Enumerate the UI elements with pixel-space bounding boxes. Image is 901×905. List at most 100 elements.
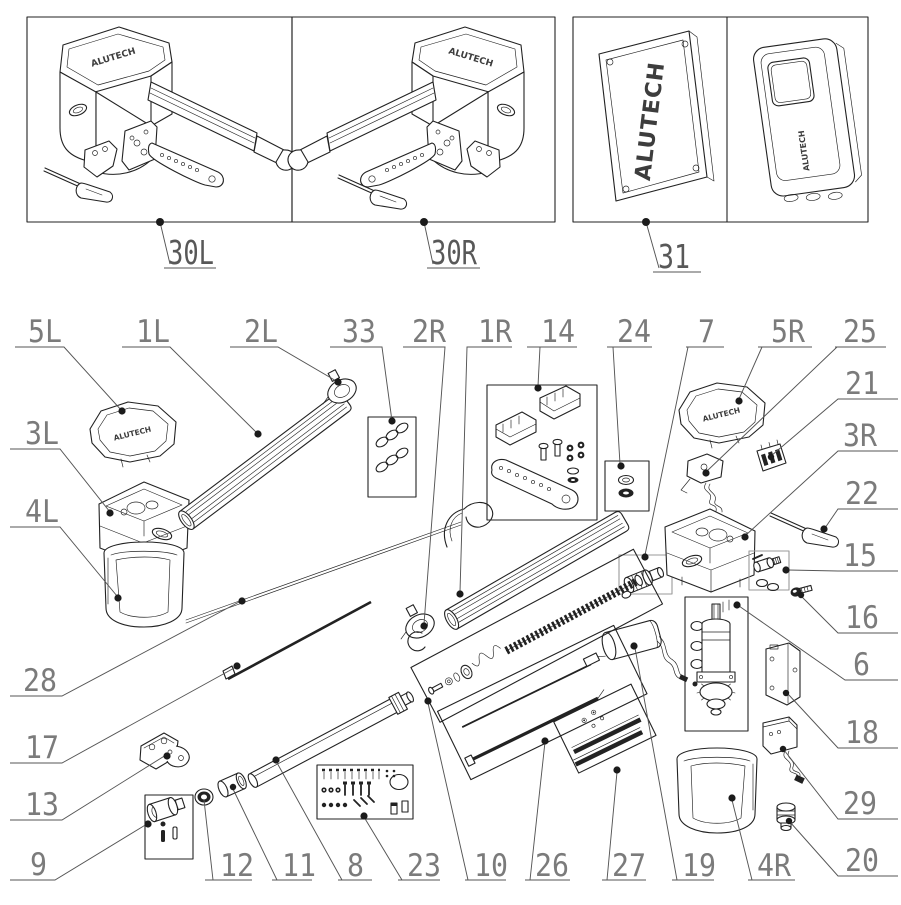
- part-coupling-kit-7: [618, 554, 673, 599]
- leader-line: [745, 450, 898, 536]
- part-number: 18: [845, 715, 879, 751]
- leader-dot: [702, 469, 710, 477]
- leader-line: [770, 398, 898, 457]
- callout-5L: 5L: [15, 314, 126, 415]
- leader-dot: [420, 622, 428, 630]
- part-number: 6: [853, 647, 870, 683]
- leader-dot: [118, 407, 126, 415]
- leader-dot: [630, 642, 638, 650]
- leader-dot: [424, 697, 432, 705]
- leader-dot: [114, 594, 122, 602]
- callout-7: 7: [641, 314, 724, 561]
- assembly-callout-30R: 30R: [420, 218, 480, 272]
- part-clamp-right-2R: [400, 604, 439, 652]
- leader-line: [527, 346, 577, 387]
- part-number: 21: [845, 366, 879, 402]
- part-housing-right-3R: [664, 508, 756, 593]
- part-number: 2L: [244, 314, 278, 350]
- assembly-callout-30L: 30L: [156, 218, 216, 272]
- leader-line: [10, 666, 237, 764]
- callout-3R: 3R: [741, 418, 898, 541]
- leader-dot: [785, 817, 793, 825]
- leader-line: [634, 647, 714, 881]
- leader-dot: [779, 745, 787, 753]
- part-motor-kit-6: [684, 596, 749, 732]
- leader-dot: [254, 430, 262, 438]
- callout-23: 23: [360, 812, 441, 884]
- part-lid-right-5R: ALUTECH: [678, 382, 766, 449]
- callout-22: 22: [820, 476, 898, 533]
- part-release-rod-kit-26: [436, 624, 648, 781]
- control-board-cover: ALUTECH: [598, 30, 715, 202]
- leader-line: [10, 600, 242, 697]
- leader-line: [801, 596, 898, 634]
- leader-dot: [641, 553, 649, 561]
- callout-19: 19: [630, 642, 716, 884]
- leader-line: [787, 693, 898, 749]
- part-number: 5R: [771, 314, 805, 350]
- part-number: 19: [682, 848, 716, 884]
- part-number: 11: [282, 848, 316, 884]
- leader-line: [644, 346, 724, 556]
- part-locknut-12: [194, 788, 214, 806]
- callout-15: 15: [782, 538, 898, 574]
- callout-5R: 5R: [735, 314, 812, 405]
- part-front-bracket-13: [139, 732, 190, 770]
- part-release-key-22: [769, 512, 840, 548]
- part-washer-kit-24: [604, 460, 650, 512]
- callout-13: 13: [10, 752, 171, 823]
- leader-dot: [733, 601, 741, 609]
- leader-line: [10, 823, 148, 881]
- callout-1R: 1R: [456, 314, 512, 598]
- callout-4L: 4L: [10, 494, 122, 602]
- leader-line: [789, 821, 898, 877]
- leader-line: [738, 605, 898, 681]
- callout-1L: 1L: [122, 314, 262, 438]
- leader-line: [731, 799, 795, 881]
- leader-dot: [334, 378, 342, 386]
- callout-14: 14: [527, 314, 577, 392]
- callout-33: 33: [330, 314, 396, 425]
- callout-18: 18: [782, 689, 898, 751]
- leader-dot: [163, 752, 171, 760]
- leader-line: [706, 346, 886, 472]
- part-lead-screw-kit-10: [410, 548, 664, 723]
- part-profile-tube-left-1L: [175, 390, 354, 533]
- assembly-label-31: 31: [658, 237, 690, 276]
- callout-29: 29: [779, 745, 898, 822]
- part-bushing-kit-15: [748, 550, 790, 592]
- leader-dot: [272, 756, 280, 764]
- part-number: 3L: [25, 416, 59, 452]
- callout-24: 24: [607, 314, 652, 470]
- part-bucket-left-4L: [103, 541, 185, 628]
- leader-dot: [782, 566, 790, 574]
- part-mounting-plate-18: [765, 642, 801, 706]
- leader-line: [607, 346, 652, 465]
- part-number: 26: [535, 848, 569, 884]
- part-number: 29: [843, 786, 877, 822]
- leader-dot: [613, 766, 621, 774]
- part-number: 3R: [843, 418, 877, 454]
- callout-6: 6: [733, 601, 898, 683]
- part-bracket-kit-14: [486, 384, 598, 521]
- leader-line: [459, 346, 512, 593]
- leader-dot: [456, 590, 464, 598]
- leader-line: [787, 569, 898, 572]
- kit-box-30R: ALUTECH: [287, 16, 556, 223]
- part-number: 14: [541, 314, 575, 350]
- leader-line: [363, 816, 440, 881]
- part-number: 1L: [136, 314, 170, 350]
- leader-dot: [233, 662, 241, 670]
- kit-box-31: ALUTECH ALUTECH: [572, 16, 869, 223]
- part-number: 23: [407, 848, 441, 884]
- part-number: 15: [843, 538, 877, 574]
- part-release-rod-17: [222, 600, 372, 681]
- part-bucket-right-4R: [676, 747, 758, 834]
- part-number: 17: [25, 730, 59, 766]
- leader-line: [15, 346, 123, 412]
- part-oring-kit-33: [367, 416, 417, 498]
- callout-16: 16: [797, 591, 898, 636]
- part-cable-gland-20: [776, 802, 796, 832]
- part-number: 5L: [28, 314, 62, 350]
